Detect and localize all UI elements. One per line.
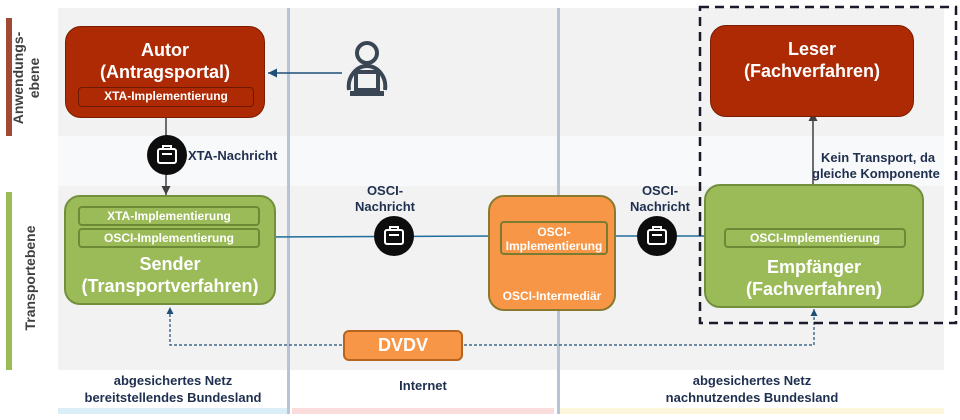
dvdv-sender-dotted-line (166, 307, 342, 346)
application-layer-bar (6, 18, 12, 136)
osci-intermediary-box[interactable]: OSCI-Implementierung OSCI-Intermediär (488, 195, 616, 311)
zone-label-middle: Internet (399, 378, 447, 393)
user-with-laptop-icon (346, 41, 388, 96)
reader-box[interactable]: Leser(Fachverfahren) (710, 25, 914, 117)
zone-accent-right (560, 408, 944, 414)
author-title: Autor(Antragsportal) (100, 40, 230, 82)
sender-box[interactable]: XTA-Implementierung OSCI-Implementierung… (64, 195, 276, 305)
transport-layer-bar (6, 192, 12, 370)
dvdv-box[interactable]: DVDV (343, 330, 463, 361)
dvdv-label: DVDV (377, 335, 428, 355)
osci-message-label-1: OSCI-Nachricht (355, 183, 415, 214)
dvdv-receiver-dotted-line (464, 309, 818, 346)
intermediary-label: OSCI-Intermediär (502, 289, 602, 303)
receiver-title: Empfänger(Fachverfahren) (745, 257, 883, 299)
briefcase-icon (157, 145, 177, 164)
author-xta-implementation[interactable]: XTA-Implementierung (78, 87, 254, 107)
briefcase-icon (647, 226, 667, 245)
xta-message-label: XTA-Nachricht (188, 148, 278, 163)
sender-xta-implementation[interactable]: XTA-Implementierung (78, 206, 260, 226)
briefcase-icon (384, 226, 404, 245)
middle-band (58, 136, 944, 186)
xta-message-node[interactable] (147, 135, 187, 175)
sender-osci-implementation[interactable]: OSCI-Implementierung (78, 228, 260, 248)
intermediary-osci-implementation[interactable]: OSCI-Implementierung (500, 221, 608, 255)
osci-message-node-2[interactable] (637, 216, 677, 256)
osci-message-label-2: OSCI-Nachricht (630, 183, 690, 214)
receiver-box[interactable]: OSCI-Implementierung Empfänger(Fachverfa… (704, 184, 924, 308)
same-component-dashed-box (698, 5, 958, 325)
osci-message-node-1[interactable] (374, 216, 414, 256)
zone-accent-middle (292, 408, 554, 414)
author-box[interactable]: Autor(Antragsportal) XTA-Implementierung (65, 26, 265, 118)
zone-divider-1 (287, 8, 290, 414)
sender-title: Sender(Transportverfahren) (81, 254, 259, 296)
reader-title: Leser(Fachverfahren) (743, 39, 881, 81)
zone-accent-left (58, 408, 288, 414)
receiver-osci-implementation[interactable]: OSCI-Implementierung (724, 228, 906, 248)
